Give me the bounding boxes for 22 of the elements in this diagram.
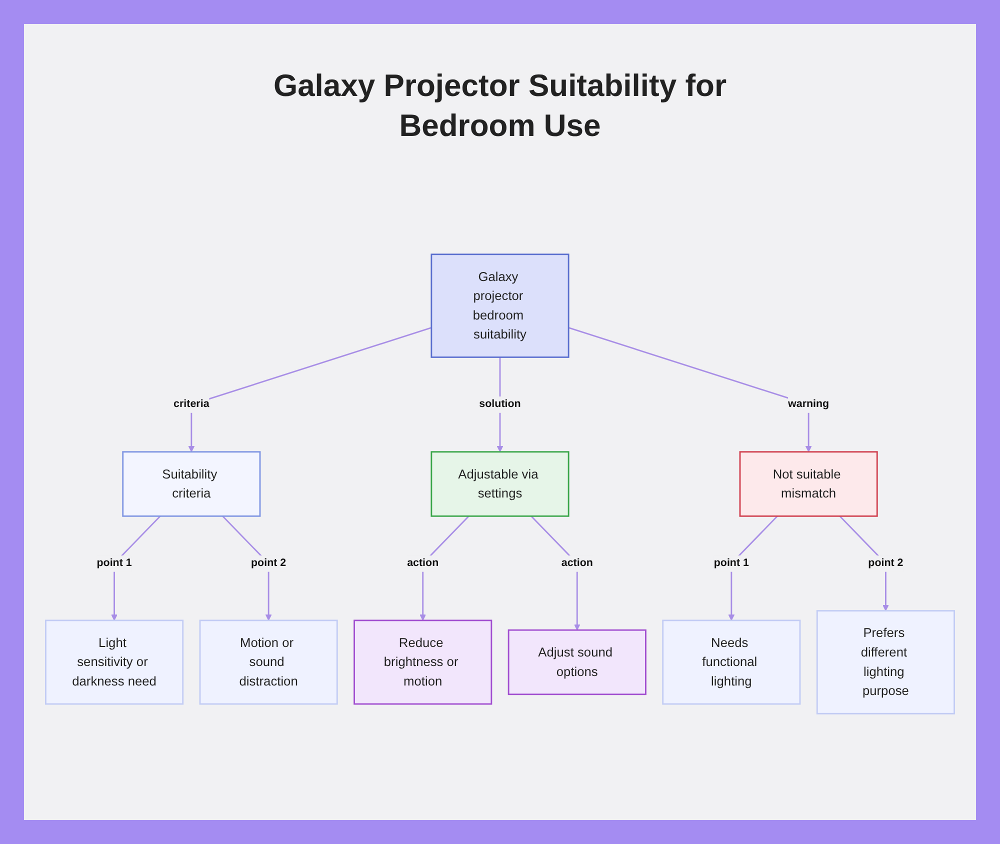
arrow: [568, 327, 812, 452]
node-box: Reduce brightness or motion: [354, 620, 492, 705]
edge-label: point 2: [251, 556, 286, 569]
edge-label: warning: [788, 398, 830, 410]
edge-label: solution: [479, 398, 521, 410]
node-box: Needs functional lighting: [662, 620, 801, 705]
edge-label: action: [561, 556, 593, 569]
edge-label: point 1: [96, 556, 132, 569]
node-box: Motion or sound distraction: [199, 620, 338, 705]
edge-label: action: [407, 556, 439, 569]
node-box: Prefers different lighting purpose: [816, 610, 955, 714]
node-box: Adjustable via settings: [430, 451, 570, 517]
node-box: Not suitable mismatch: [739, 451, 878, 517]
arrow: [188, 327, 432, 452]
node-box: Suitability criteria: [122, 451, 261, 517]
node-box: Galaxy projector bedroom suitability: [430, 254, 570, 358]
node-box: Adjust sound options: [508, 629, 646, 696]
node-box: Light sensitivity or darkness need: [45, 620, 184, 705]
edge-label: criteria: [174, 398, 210, 410]
diagram-title: Galaxy Projector Suitability for Bedroom Use: [272, 67, 728, 145]
edge-label: point 2: [868, 556, 904, 569]
edge-label: point 1: [714, 556, 749, 569]
